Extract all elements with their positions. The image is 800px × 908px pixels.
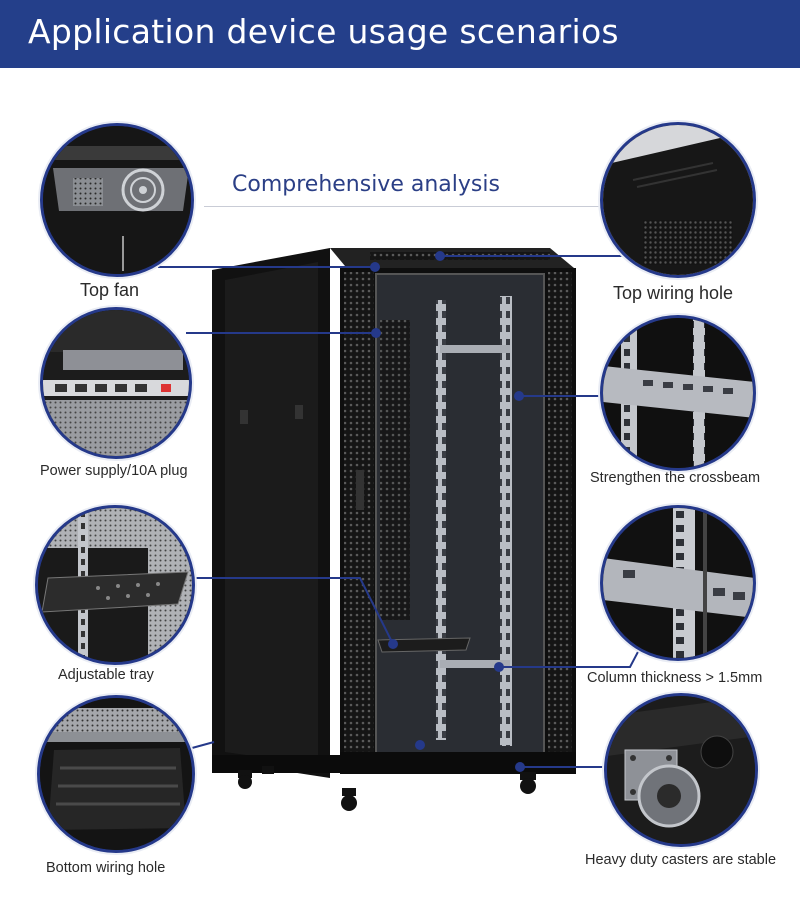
- tray: [377, 637, 471, 653]
- cabinet-base: [340, 752, 576, 774]
- detail-casters: [604, 693, 758, 847]
- detail-power-supply: [40, 307, 192, 459]
- detail-top-wiring-hole: [600, 122, 756, 278]
- door-handle: [356, 470, 364, 510]
- label-top-fan: Top fan: [80, 280, 140, 300]
- caster-left: [238, 770, 252, 789]
- perforated-column-right: [548, 272, 572, 762]
- rail-right: [500, 296, 512, 746]
- detail-top-fan: [40, 123, 194, 277]
- page-title: Application device usage scenarios: [28, 12, 619, 51]
- header-banner: Application device usage scenarios: [0, 0, 800, 68]
- subtitle-underline: [204, 206, 600, 207]
- rail-left: [436, 300, 446, 740]
- perforated-column-left: [344, 272, 374, 762]
- label-bottom-wiring-hole: Bottom wiring hole: [46, 860, 166, 876]
- label-top-wiring-hole: Top wiring hole: [613, 283, 734, 303]
- detail-crossbeam: [600, 315, 756, 471]
- side-lock: [240, 410, 248, 424]
- label-casters: Heavy duty casters are stable: [585, 852, 777, 868]
- label-crossbeam: Strengthen the crossbeam: [590, 470, 761, 486]
- detail-adjustable-tray: [35, 505, 195, 665]
- detail-column-thickness: [600, 505, 756, 661]
- connector-lines: [158, 255, 641, 768]
- label-adjustable-tray: Adjustable tray: [58, 667, 154, 683]
- label-power-supply: Power supply/10A plug: [40, 463, 188, 479]
- label-column-thickness: Column thickness > 1.5mm: [587, 670, 763, 686]
- section-subtitle: Comprehensive analysis: [232, 172, 500, 197]
- detail-bottom-wiring-hole: [37, 695, 195, 853]
